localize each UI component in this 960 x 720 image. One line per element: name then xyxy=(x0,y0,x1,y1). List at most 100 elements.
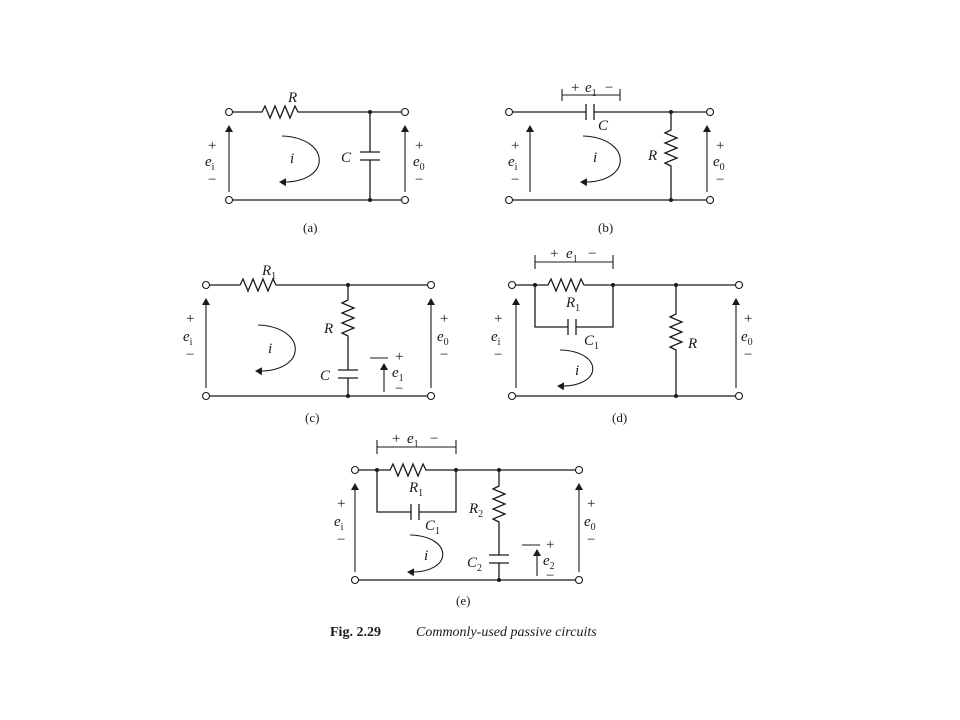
resistor-r2-label: R2 xyxy=(468,501,483,520)
voltage-bracket xyxy=(534,255,614,269)
terminal xyxy=(224,195,234,205)
panel-caption-d: (d) xyxy=(612,410,627,425)
input-voltage-label: ei xyxy=(491,329,501,348)
terminal xyxy=(507,280,517,290)
voltage-bracket xyxy=(561,89,621,101)
input-voltage-label: ei xyxy=(205,154,215,173)
output-voltage-label: e0 xyxy=(413,154,425,173)
minus-sign: − xyxy=(588,246,596,262)
circuit-a: R C i + ei − + e0 − (a) xyxy=(205,90,425,235)
current-label: i xyxy=(268,341,272,357)
capacitor-c-b xyxy=(512,104,707,120)
capacitor-c1-label: C1 xyxy=(584,333,599,352)
input-voltage-label: ei xyxy=(334,514,344,533)
terminal xyxy=(426,280,436,290)
terminal xyxy=(504,195,514,205)
current-loop-arrow xyxy=(279,135,320,187)
resistor-r1-e xyxy=(377,462,456,478)
voltage-bracket xyxy=(376,440,457,454)
panel-caption-e: (e) xyxy=(456,593,470,608)
output-voltage-label: e0 xyxy=(584,514,596,533)
circuit-d: + e1 − R1 C1 R i + ei − + e0 − (d) xyxy=(491,246,753,425)
minus-sign: − xyxy=(337,532,345,548)
minus-sign: − xyxy=(605,80,613,96)
terminal xyxy=(504,107,514,117)
capacitor-voltage-label: e1 xyxy=(585,80,597,99)
plus-sign: + xyxy=(415,138,423,154)
current-label: i xyxy=(575,363,579,379)
current-loop-arrow xyxy=(407,534,444,577)
resistor-r1-label: R1 xyxy=(408,480,423,499)
circuit-b: + e1 − C R i + ei − + e0 − (b) xyxy=(504,80,725,235)
plus-sign: + xyxy=(440,311,448,327)
capacitor-c-a xyxy=(360,112,380,200)
terminal xyxy=(574,575,584,585)
terminal xyxy=(574,465,584,475)
terminal xyxy=(705,195,715,205)
plus-sign: + xyxy=(208,138,216,154)
capacitor-label: C xyxy=(598,118,609,134)
resistor-capacitor-branch-c xyxy=(338,285,358,396)
capacitor-c2-label: C2 xyxy=(467,555,482,574)
terminal xyxy=(201,280,211,290)
tap-voltage-label: e1 xyxy=(392,365,404,384)
output-voltage-label: e0 xyxy=(437,329,449,348)
plus-sign: + xyxy=(716,138,724,154)
capacitor-c1-e xyxy=(376,470,457,520)
resistor-label: R xyxy=(647,148,657,164)
resistor-r-d xyxy=(668,285,684,396)
terminal xyxy=(734,280,744,290)
plus-sign: + xyxy=(744,311,752,327)
minus-sign: − xyxy=(744,347,752,363)
minus-sign: − xyxy=(208,172,216,188)
circuit-c: R1 R C i + e1 − + ei − + e0 − (c) xyxy=(183,263,449,425)
current-label: i xyxy=(290,151,294,167)
plus-sign: + xyxy=(550,246,558,262)
capacitor-label: C xyxy=(341,150,352,166)
plus-sign: + xyxy=(571,80,579,96)
minus-sign: − xyxy=(415,172,423,188)
terminal xyxy=(734,391,744,401)
terminal xyxy=(201,391,211,401)
panel-caption-b: (b) xyxy=(598,220,613,235)
panel-caption-a: (a) xyxy=(303,220,317,235)
figure-title: Commonly-used passive circuits xyxy=(416,625,597,640)
current-label: i xyxy=(424,548,428,564)
minus-sign: − xyxy=(430,431,438,447)
resistor-r1-d xyxy=(535,277,613,293)
terminal xyxy=(350,575,360,585)
capacitor-c1-label: C1 xyxy=(425,518,440,537)
minus-sign: − xyxy=(186,347,194,363)
minus-sign: − xyxy=(511,172,519,188)
capacitor-label: C xyxy=(320,368,331,384)
figure-number: Fig. 2.29 xyxy=(330,625,381,640)
minus-sign: − xyxy=(494,347,502,363)
input-voltage-label: ei xyxy=(508,154,518,173)
tap-voltage-label: e2 xyxy=(543,553,555,572)
current-loop-arrow xyxy=(557,349,594,391)
plus-sign: + xyxy=(395,349,403,365)
resistor-r1-label: R1 xyxy=(261,263,276,282)
plus-sign: + xyxy=(392,431,400,447)
terminal xyxy=(507,391,517,401)
resistor-r1-label: R1 xyxy=(565,295,580,314)
terminal xyxy=(426,391,436,401)
plus-sign: + xyxy=(337,496,345,512)
terminal xyxy=(705,107,715,117)
plus-sign: + xyxy=(546,537,554,553)
minus-sign: − xyxy=(587,532,595,548)
plus-sign: + xyxy=(511,138,519,154)
plus-sign: + xyxy=(186,311,194,327)
minus-sign: − xyxy=(440,347,448,363)
resistor-label: R xyxy=(687,336,697,352)
resistor-capacitor-branch-e xyxy=(489,470,509,580)
capacitor-c1-d xyxy=(534,285,614,335)
resistor-label: R xyxy=(287,90,297,106)
resistor-r-b xyxy=(663,112,679,200)
current-loop-arrow xyxy=(580,135,621,187)
input-voltage-label: ei xyxy=(183,329,193,348)
panel-caption-c: (c) xyxy=(305,410,319,425)
output-voltage-label: e0 xyxy=(741,329,753,348)
